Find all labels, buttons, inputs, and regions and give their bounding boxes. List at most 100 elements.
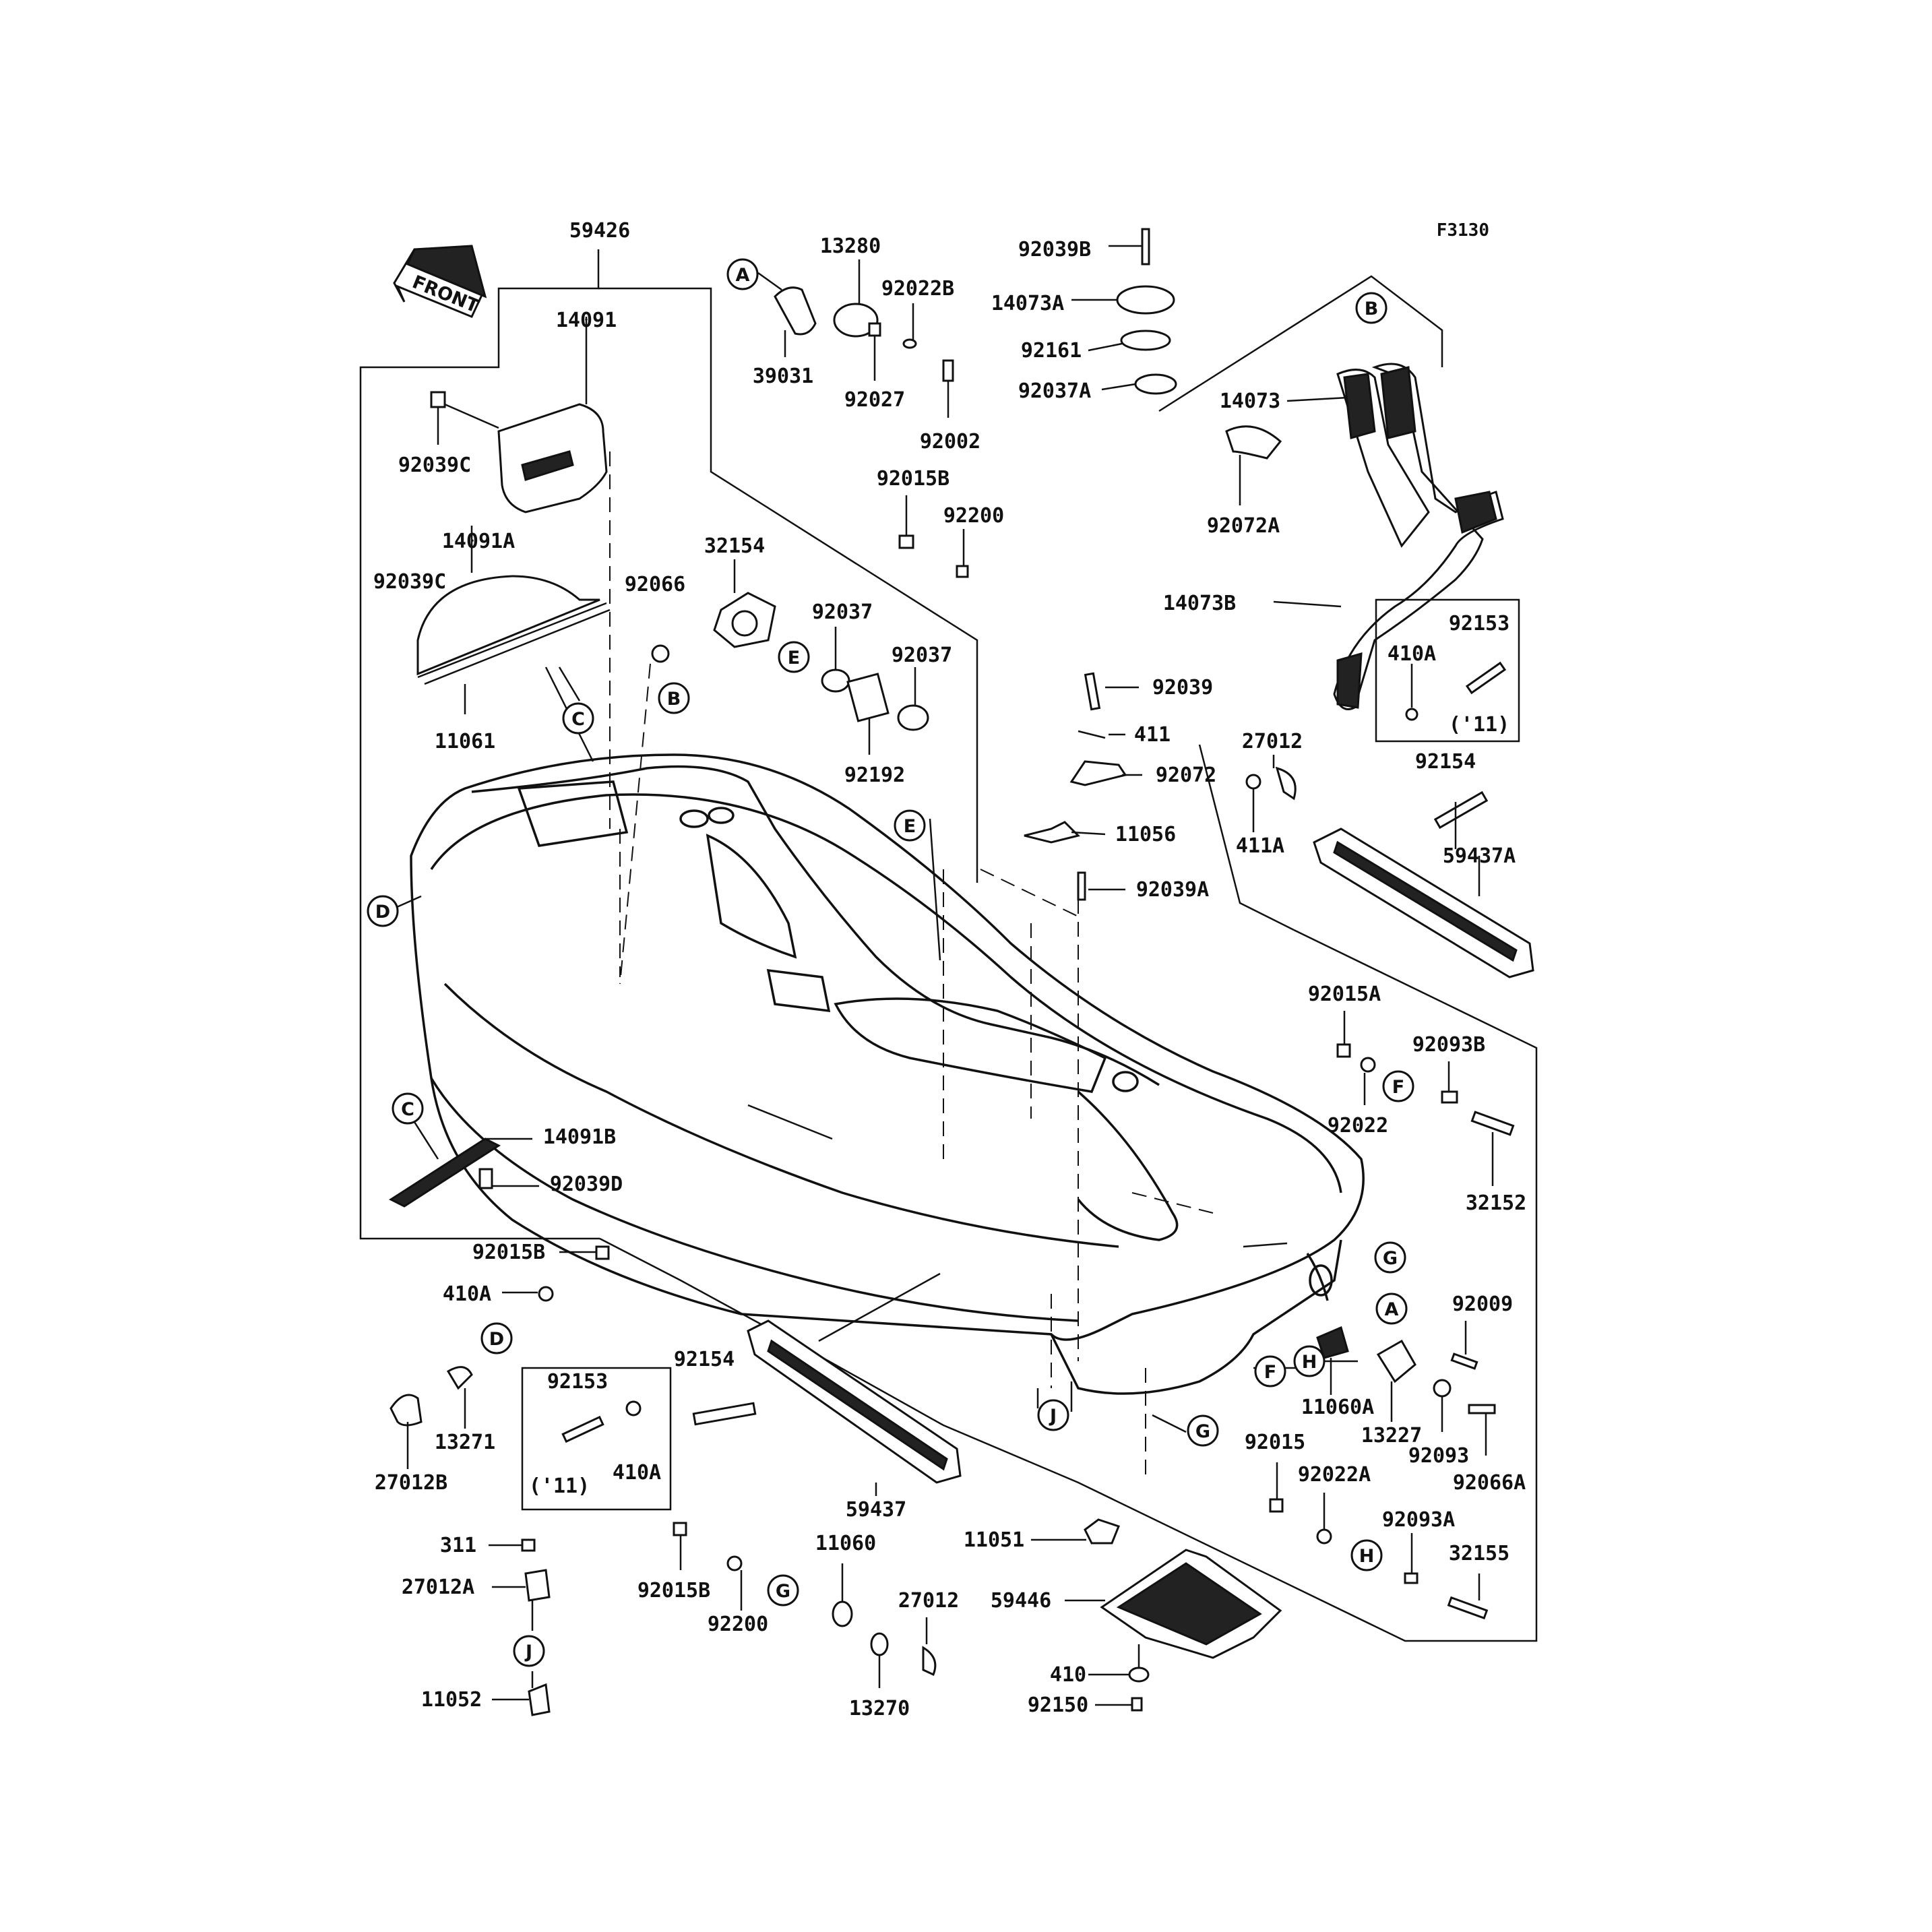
part-92066-plug xyxy=(651,644,670,663)
ref-j-lower: J xyxy=(1037,1399,1069,1431)
label-13271: 13271 xyxy=(435,1431,495,1454)
ref-f-right: F xyxy=(1382,1070,1414,1102)
svg-text:E: E xyxy=(788,648,800,668)
part-labels: 59426 14091 92039C 14091A 92039C 11061 9… xyxy=(373,219,1526,1720)
label-410a-left: 410A xyxy=(443,1282,491,1306)
label-411a: 411A xyxy=(1236,834,1284,858)
svg-text:F: F xyxy=(1392,1077,1404,1098)
svg-text:E: E xyxy=(904,816,916,837)
svg-text:H: H xyxy=(1302,1352,1317,1373)
ref-h-bottom: H xyxy=(1350,1539,1383,1571)
label-27012a: 27012A xyxy=(402,1576,474,1599)
label-411: 411 xyxy=(1134,723,1171,747)
jetski-hull xyxy=(410,753,1365,1395)
svg-text:D: D xyxy=(489,1329,504,1350)
ref-markers: A B C B E E D C F G A H F J G D J G H xyxy=(367,258,1414,1667)
label-92153-bottom: 92153 xyxy=(547,1370,608,1394)
label-92154-top: 92154 xyxy=(1415,750,1476,774)
label-92022a: 92022A xyxy=(1298,1463,1371,1487)
label-92022b: 92022B xyxy=(881,277,954,301)
label-39031: 39031 xyxy=(753,365,813,388)
front-arrow-icon: FRONT xyxy=(393,245,487,318)
label-410: 410 xyxy=(1050,1663,1086,1687)
ref-g-lower: G xyxy=(1187,1414,1219,1447)
part-92200-washer-top xyxy=(956,565,969,578)
label-92002: 92002 xyxy=(920,430,980,454)
label-13280: 13280 xyxy=(820,235,881,258)
label-32152: 32152 xyxy=(1466,1191,1526,1215)
label-92015: 92015 xyxy=(1245,1431,1305,1454)
ref-f-lower: F xyxy=(1254,1355,1286,1388)
label-27012b: 27012B xyxy=(375,1471,447,1495)
ref-a-right: A xyxy=(1375,1292,1408,1325)
label-92022: 92022 xyxy=(1328,1114,1388,1138)
label-92037-b: 92037 xyxy=(892,644,952,667)
part-11060-group xyxy=(673,1522,937,1688)
label-410a-top: 410A xyxy=(1388,642,1436,666)
svg-text:C: C xyxy=(571,709,585,730)
label-32155: 32155 xyxy=(1449,1542,1509,1565)
ref-b-top: B xyxy=(1355,292,1388,324)
svg-text:G: G xyxy=(1195,1421,1210,1442)
label-92039: 92039 xyxy=(1152,676,1213,699)
label-92039b: 92039B xyxy=(1018,238,1091,261)
svg-text:B: B xyxy=(1365,299,1379,319)
part-92153-bolt-top xyxy=(1465,661,1507,695)
label-92015b-left: 92015B xyxy=(472,1241,545,1264)
ref-d-hull: D xyxy=(367,895,399,927)
label-11060a: 11060A xyxy=(1301,1396,1374,1419)
label-13227: 13227 xyxy=(1361,1424,1422,1447)
label-311: 311 xyxy=(440,1534,476,1557)
ref-e-top: E xyxy=(778,641,810,673)
part-14091-cover xyxy=(497,317,608,513)
label-92066: 92066 xyxy=(625,573,685,596)
label-14073: 14073 xyxy=(1220,389,1280,413)
label-92039d: 92039D xyxy=(550,1173,623,1196)
part-27012b-clip-group xyxy=(389,1245,610,1469)
ref-c-mid: C xyxy=(562,702,594,735)
part-59437-sponson xyxy=(692,1272,962,1496)
label-92015b-bottom: 92015B xyxy=(637,1579,710,1602)
svg-text:A: A xyxy=(1385,1299,1399,1320)
part-92015b-nut-top xyxy=(898,534,914,549)
label-2011-bottom: ('11) xyxy=(529,1474,590,1498)
ref-j-left: J xyxy=(513,1635,545,1667)
svg-text:J: J xyxy=(524,1642,532,1662)
part-59437a-sponson xyxy=(1313,790,1534,978)
label-92093b: 92093B xyxy=(1412,1033,1485,1057)
ref-b-mid: B xyxy=(658,682,690,714)
label-59426: 59426 xyxy=(569,219,630,243)
label-14073b: 14073B xyxy=(1163,592,1236,615)
label-92153-top: 92153 xyxy=(1449,612,1509,635)
ref-e-mid: E xyxy=(894,809,926,842)
part-13227-group xyxy=(1316,1321,1496,1456)
label-11052: 11052 xyxy=(421,1688,482,1712)
part-32154-intake-group xyxy=(713,559,929,755)
svg-text:J: J xyxy=(1049,1406,1057,1427)
part-32152-group xyxy=(1336,1011,1515,1186)
label-92039c-mid: 92039C xyxy=(373,570,446,594)
svg-text:C: C xyxy=(401,1099,414,1120)
label-14091a: 14091A xyxy=(442,530,515,553)
svg-text:G: G xyxy=(1383,1248,1398,1269)
ref-h-right: H xyxy=(1293,1345,1326,1377)
part-27012a-bracket-group xyxy=(489,1538,551,1716)
label-92154-bottom: 92154 xyxy=(674,1348,735,1371)
part-11056-bracket-group xyxy=(1024,672,1142,901)
part-92039c-fastener xyxy=(430,391,499,445)
part-59446-plate-group xyxy=(1031,1518,1282,1712)
label-92161: 92161 xyxy=(1021,339,1082,363)
label-92037a: 92037A xyxy=(1018,379,1091,403)
svg-text:D: D xyxy=(375,902,390,923)
label-59437: 59437 xyxy=(846,1498,906,1522)
label-92093a: 92093A xyxy=(1382,1508,1455,1532)
label-14091b: 14091B xyxy=(543,1125,616,1149)
ref-g-right: G xyxy=(1374,1241,1406,1274)
part-27012-clip-top xyxy=(1245,755,1297,832)
part-14091b-grille xyxy=(388,1121,539,1208)
ref-g-bottom: G xyxy=(767,1574,799,1607)
svg-text:G: G xyxy=(776,1581,790,1602)
label-92039c-top: 92039C xyxy=(398,454,471,477)
label-92093: 92093 xyxy=(1408,1444,1469,1468)
part-32155-group xyxy=(1269,1462,1489,1620)
